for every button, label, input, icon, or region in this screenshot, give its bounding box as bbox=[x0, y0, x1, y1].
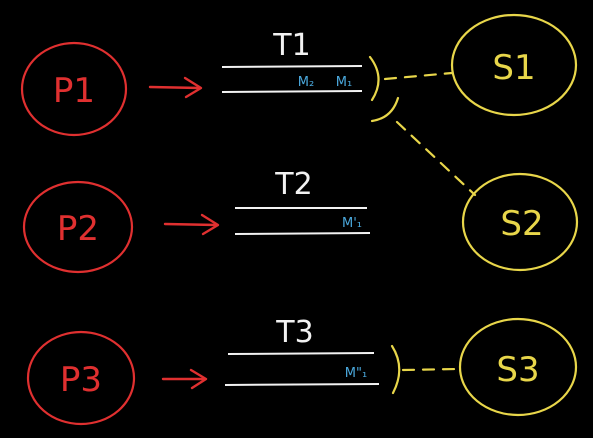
producer-p3-circle bbox=[26, 330, 136, 426]
topic-t1: T1 M₂ M₁ bbox=[221, 28, 363, 93]
message-m1-prime: M'₁ bbox=[342, 216, 362, 231]
arrow-p3-t3 bbox=[161, 368, 208, 390]
subscriber-s3-label: S3 bbox=[496, 350, 539, 390]
producer-p2: P2 bbox=[22, 180, 134, 274]
arrow-p1-t1 bbox=[148, 76, 203, 99]
message-m1-double-prime: M"₁ bbox=[345, 366, 367, 381]
topic-t2-label: T2 bbox=[274, 167, 312, 202]
subscriber-s2: S2 bbox=[461, 172, 579, 272]
topic-t3-top-line bbox=[227, 352, 375, 355]
subscriber-s1-circle bbox=[450, 13, 578, 117]
subscriber-s3-circle bbox=[458, 317, 578, 417]
message-m2: M₂ bbox=[298, 75, 314, 90]
subscriber-s3: S3 bbox=[458, 317, 578, 417]
subscriber-s2-label: S2 bbox=[500, 204, 543, 244]
producer-p2-circle bbox=[22, 180, 134, 274]
producer-p1: P1 bbox=[20, 41, 128, 137]
subscriber-s1-label: S1 bbox=[492, 48, 535, 88]
producer-p1-label: P1 bbox=[53, 71, 95, 111]
producer-p2-label: P2 bbox=[57, 209, 99, 249]
producer-p3-label: P3 bbox=[60, 360, 102, 400]
subscriber-s1: S1 bbox=[450, 13, 578, 117]
connector-t1-s2 bbox=[370, 96, 477, 197]
connector-t3-s3 bbox=[390, 344, 460, 395]
topic-t3-label: T3 bbox=[275, 315, 313, 350]
topic-t3: T3 M"₁ bbox=[224, 315, 380, 386]
topic-t1-bottom-line bbox=[221, 90, 363, 93]
producer-p1-circle bbox=[20, 41, 128, 137]
producer-p3: P3 bbox=[26, 330, 136, 426]
topic-t3-bottom-line bbox=[224, 383, 380, 386]
topic-t1-top-line bbox=[221, 65, 363, 68]
message-m1: M₁ bbox=[336, 75, 352, 90]
topic-t2-bottom-line bbox=[234, 232, 371, 235]
topic-t2: T2 M'₁ bbox=[234, 167, 371, 235]
topic-t1-label: T1 bbox=[272, 28, 310, 63]
subscriber-s2-circle bbox=[461, 172, 579, 272]
arrow-p2-t2 bbox=[163, 213, 220, 236]
connector-t1-s1 bbox=[368, 55, 454, 102]
